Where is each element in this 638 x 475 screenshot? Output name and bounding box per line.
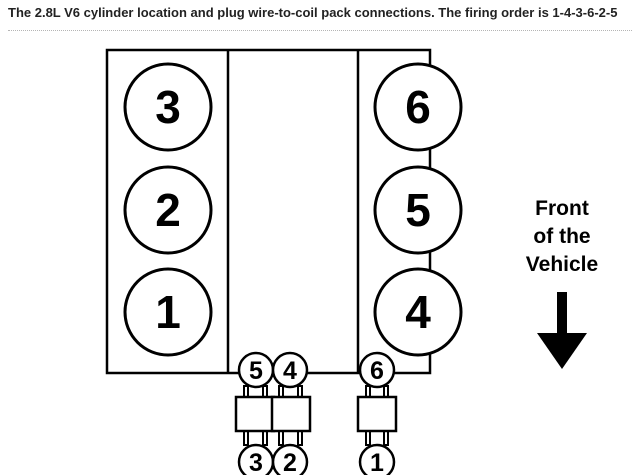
cylinder-5: 5: [373, 165, 463, 255]
caption: The 2.8L V6 cylinder location and plug w…: [8, 6, 632, 31]
cylinder-2: 2: [123, 165, 213, 255]
coil-terminal-1: 1: [358, 443, 396, 475]
svg-text:5: 5: [405, 184, 431, 236]
coil-pack-right: 6 1: [356, 351, 398, 475]
svg-text:6: 6: [370, 357, 384, 385]
svg-text:2: 2: [283, 449, 297, 475]
coil-pack-left: 5 4 3 2: [234, 351, 312, 475]
coil-terminal-3: 3: [237, 443, 275, 475]
svg-text:5: 5: [249, 357, 263, 385]
cylinder-6: 6: [373, 62, 463, 152]
svg-text:1: 1: [155, 286, 181, 338]
coil-body-b: [270, 395, 312, 433]
svg-text:3: 3: [249, 449, 263, 475]
coil-terminal-4: 4: [271, 351, 309, 389]
svg-text:of the: of the: [533, 225, 590, 248]
coil-terminal-6: 6: [358, 351, 396, 389]
cylinder-4: 4: [373, 267, 463, 357]
svg-text:2: 2: [155, 184, 181, 236]
cylinder-1: 1: [123, 267, 213, 357]
front-of-vehicle-label: Front of the Vehicle: [526, 197, 598, 276]
coil-body-c: [356, 395, 398, 433]
arrow-down-icon: [537, 292, 587, 369]
coil-terminal-2: 2: [271, 443, 309, 475]
svg-text:4: 4: [405, 286, 431, 338]
svg-text:Front: Front: [535, 197, 589, 220]
coil-body-a: [234, 395, 276, 433]
svg-text:4: 4: [283, 357, 297, 385]
svg-text:1: 1: [370, 449, 384, 475]
svg-text:Vehicle: Vehicle: [526, 253, 598, 276]
coil-terminal-5: 5: [237, 351, 275, 389]
svg-text:3: 3: [155, 81, 181, 133]
svg-text:6: 6: [405, 81, 431, 133]
cylinder-3: 3: [123, 62, 213, 152]
